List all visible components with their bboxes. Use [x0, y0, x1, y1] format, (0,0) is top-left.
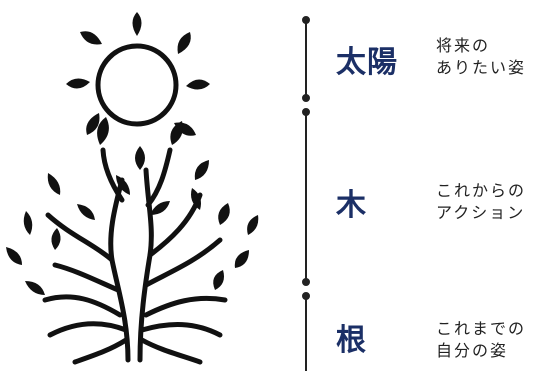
- label-root: 根: [336, 323, 367, 358]
- sun-rays: [66, 12, 210, 136]
- desc-root: これまでの 自分の姿: [436, 318, 526, 362]
- tree-icon: [42, 147, 228, 365]
- desc-sun-line2: ありたい姿: [436, 58, 527, 77]
- leaves: [6, 117, 259, 295]
- desc-tree: これからの アクション: [436, 180, 526, 224]
- desc-sun: 将来の ありたい姿: [436, 35, 526, 79]
- label-tree: 木: [336, 188, 367, 223]
- desc-tree-line2: アクション: [436, 203, 526, 222]
- desc-root-line1: これまでの: [436, 319, 527, 338]
- section-divider: [302, 16, 310, 371]
- desc-sun-line1: 将来の: [436, 36, 491, 55]
- desc-root-line2: 自分の姿: [436, 341, 509, 360]
- label-sun: 太陽: [336, 45, 398, 80]
- sun-icon: [95, 43, 179, 127]
- desc-tree-line1: これからの: [436, 181, 527, 200]
